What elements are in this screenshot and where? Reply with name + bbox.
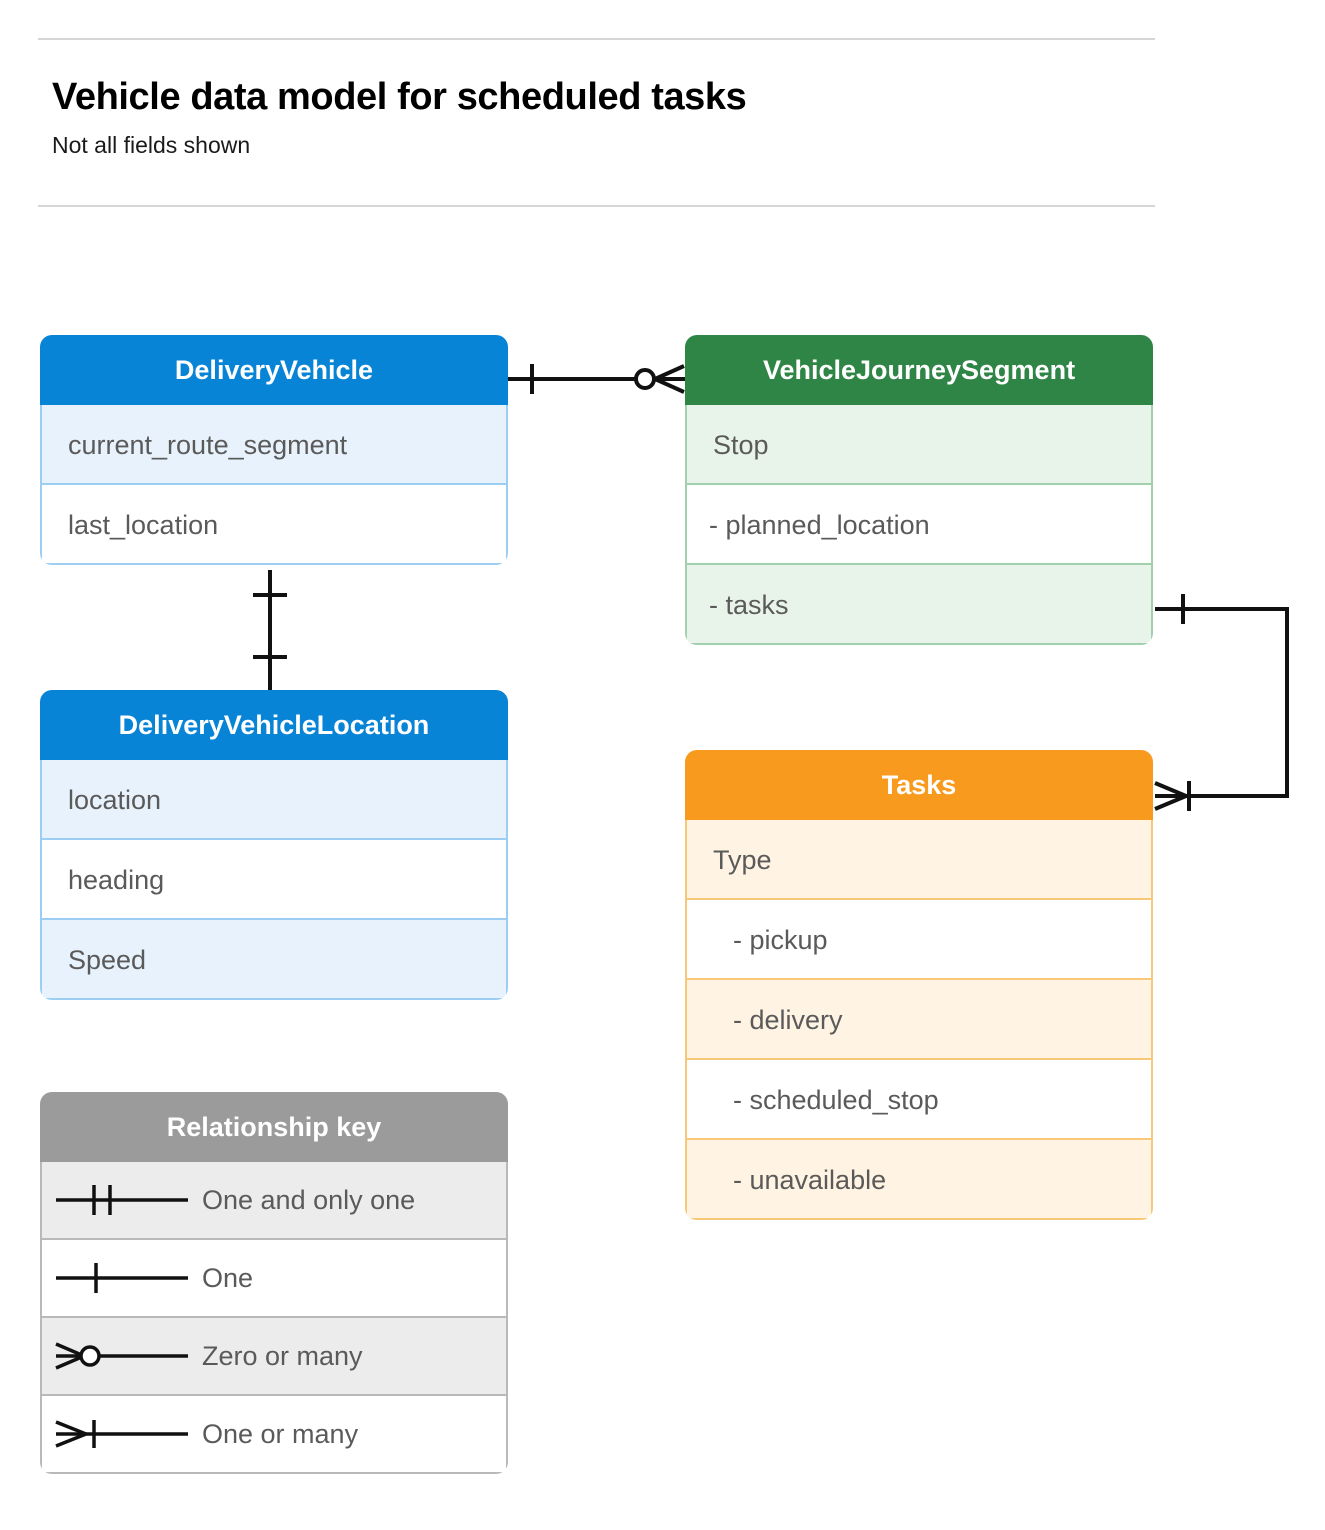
entity-delivery-vehicle-title: DeliveryVehicle — [40, 335, 508, 405]
legend-item-one-or-many: One or many — [40, 1396, 508, 1474]
field-planned-location: - planned_location — [685, 485, 1153, 565]
legend-item-one-and-only-one: One and only one — [40, 1162, 508, 1240]
entity-tasks[interactable]: Tasks Type - pickup - delivery - schedul… — [685, 750, 1153, 1220]
connector-delivery-vehicle-to-location — [253, 570, 287, 690]
legend-label-zero-or-many: Zero or many — [202, 1340, 363, 1371]
legend-label-one-or-many: One or many — [202, 1418, 359, 1449]
field-tasks: - tasks — [685, 565, 1153, 645]
connector-delivery-vehicle-to-journey-segment — [508, 364, 685, 394]
field-scheduled-stop: - scheduled_stop — [685, 1060, 1153, 1140]
field-unavailable: - unavailable — [685, 1140, 1153, 1220]
field-heading: heading — [40, 840, 508, 920]
field-type: Type — [685, 820, 1153, 900]
relationship-key-legend[interactable]: Relationship key One and only one One — [40, 1092, 508, 1474]
field-last-location: last_location — [40, 485, 508, 565]
page-title: Vehicle data model for scheduled tasks — [52, 76, 747, 118]
entity-vehicle-journey-segment[interactable]: VehicleJourneySegment Stop - planned_loc… — [685, 335, 1153, 645]
entity-delivery-vehicle[interactable]: DeliveryVehicle current_route_segment la… — [40, 335, 508, 565]
legend-label-one-and-only-one: One and only one — [202, 1184, 416, 1215]
field-current-route-segment: current_route_segment — [40, 405, 508, 485]
header-rule-top — [38, 38, 1155, 40]
entity-delivery-vehicle-location-title: DeliveryVehicleLocation — [40, 690, 508, 760]
legend-label-one: One — [202, 1262, 254, 1293]
relationship-key-title: Relationship key — [40, 1092, 508, 1162]
field-stop: Stop — [685, 405, 1153, 485]
one-icon — [42, 1258, 202, 1298]
page-subtitle: Not all fields shown — [52, 132, 251, 158]
one-or-many-icon — [42, 1414, 202, 1454]
connector-tasks-field-to-tasks-entity — [1154, 594, 1289, 811]
entity-tasks-title: Tasks — [685, 750, 1153, 820]
legend-item-zero-or-many: Zero or many — [40, 1318, 508, 1396]
header-rule-bottom — [38, 205, 1155, 207]
field-pickup: - pickup — [685, 900, 1153, 980]
one-and-only-one-icon — [42, 1180, 202, 1220]
zero-or-many-icon — [42, 1336, 202, 1376]
legend-item-one: One — [40, 1240, 508, 1318]
field-delivery: - delivery — [685, 980, 1153, 1060]
field-speed: Speed — [40, 920, 508, 1000]
entity-vehicle-journey-segment-title: VehicleJourneySegment — [685, 335, 1153, 405]
entity-delivery-vehicle-location[interactable]: DeliveryVehicleLocation location heading… — [40, 690, 508, 1000]
field-location: location — [40, 760, 508, 840]
